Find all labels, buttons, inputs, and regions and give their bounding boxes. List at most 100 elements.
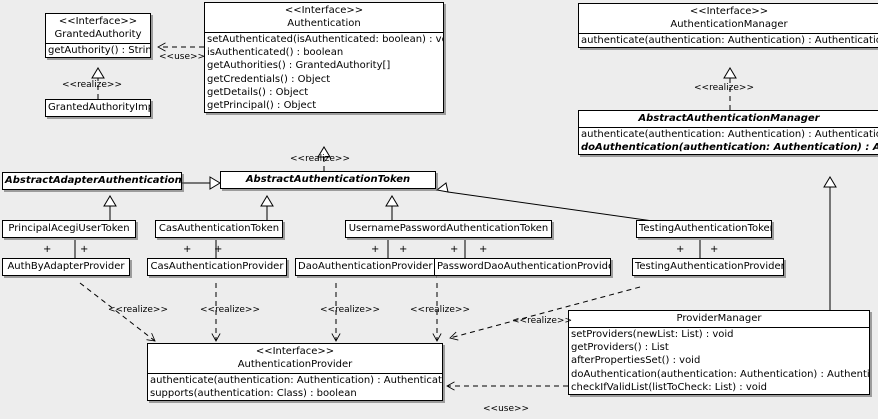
- class-name: AuthenticationProvider: [237, 359, 353, 370]
- class-testing-authentication-token[interactable]: TestingAuthenticationToken: [636, 220, 772, 238]
- class-abstract-authentication-manager[interactable]: AbstractAuthenticationManager authentica…: [578, 110, 878, 156]
- assoc-marker: +: [43, 244, 52, 255]
- connector-realize-granted-authority-impl: [91, 67, 105, 99]
- class-header: UsernamePasswordAuthenticationToken: [346, 221, 551, 237]
- connector-realize-authentication-manager: [723, 67, 737, 110]
- connector-realize-auth-by-adapter-provider: [79, 282, 156, 342]
- class-header: DaoAuthenticationProvider: [296, 259, 434, 275]
- connector-generalize-cas-token: [260, 195, 274, 220]
- operation-row: doAuthentication(authentication: Authent…: [581, 142, 878, 154]
- class-provider-manager[interactable]: ProviderManager setProviders(newList: Li…: [568, 310, 870, 396]
- class-testing-authentication-provider[interactable]: TestingAuthenticationProvider: [632, 258, 784, 276]
- assoc-marker: +: [479, 244, 488, 255]
- operation-row: supports(authentication: Class) : boolea…: [150, 388, 357, 400]
- class-name: GrantedAuthorityImpl: [48, 102, 150, 113]
- class-granted-authority-impl[interactable]: GrantedAuthorityImpl: [45, 99, 151, 117]
- class-name: GrantedAuthority: [54, 29, 142, 40]
- class-authentication-provider[interactable]: <<Interface>> AuthenticationProvider aut…: [147, 343, 443, 402]
- class-operations: authenticate(authentication: Authenticat…: [579, 127, 878, 154]
- class-operations: getAuthority() : String: [46, 43, 150, 57]
- class-name: DaoAuthenticationProvider: [298, 261, 433, 272]
- class-name: TestingAuthenticationToken: [639, 223, 771, 234]
- operation-row: authenticate(authentication: Authenticat…: [150, 375, 442, 386]
- operation-row: isAuthenticated() : boolean: [207, 47, 344, 59]
- operation-row: doAuthentication(authentication: Authent…: [571, 368, 869, 380]
- label-realize-cas-provider: <<realize>>: [200, 305, 260, 315]
- class-dao-authentication-provider[interactable]: DaoAuthenticationProvider: [295, 258, 435, 276]
- class-name: AbstractAuthenticationManager: [638, 113, 820, 124]
- class-name: TestingAuthenticationProvider: [635, 261, 783, 272]
- operation-row: authenticate(authentication: Authenticat…: [581, 129, 878, 140]
- operation-row: authenticate(authentication: Authenticat…: [581, 35, 878, 46]
- class-operations: setProviders(newList: List) : void getPr…: [569, 327, 869, 394]
- operation-row: getAuthorities() : GrantedAuthority[]: [207, 60, 391, 72]
- label-realize-auth-by-adapter: <<realize>>: [108, 305, 168, 315]
- class-cas-authentication-token[interactable]: CasAuthenticationToken: [155, 220, 283, 238]
- class-name: CasAuthenticationProvider: [150, 261, 284, 272]
- class-authentication[interactable]: <<Interface>> Authentication setAuthenti…: [204, 2, 444, 114]
- class-stereotype: <<Interface>>: [689, 6, 769, 17]
- class-name: AuthByAdapterProvider: [7, 261, 125, 272]
- class-header: GrantedAuthorityImpl: [46, 100, 150, 116]
- connector-generalize-username-token: [385, 195, 399, 220]
- class-username-password-authentication-token[interactable]: UsernamePasswordAuthenticationToken: [345, 220, 552, 238]
- operation-row: getPrincipal() : Object: [207, 100, 317, 112]
- class-cas-authentication-provider[interactable]: CasAuthenticationProvider: [147, 258, 287, 276]
- assoc-marker: +: [450, 244, 459, 255]
- label-realize-password-dao-provider: <<realize>>: [410, 305, 470, 315]
- class-name: CasAuthenticationToken: [158, 223, 280, 234]
- connector-generalize-adapter-token: [182, 176, 221, 190]
- class-name: Authentication: [287, 18, 361, 29]
- operation-row: setProviders(newList: List) : void: [571, 329, 734, 340]
- class-header: AbstractAuthenticationManager: [579, 111, 878, 127]
- class-auth-by-adapter-provider[interactable]: AuthByAdapterProvider: [2, 258, 130, 276]
- assoc-marker: +: [214, 244, 223, 255]
- class-stereotype: <<Interface>>: [284, 5, 364, 16]
- class-name: PrincipalAcegiUserToken: [8, 223, 130, 234]
- label-realize-dao-provider: <<realize>>: [320, 305, 380, 315]
- class-granted-authority[interactable]: <<Interface>> GrantedAuthority getAuthor…: [45, 13, 151, 59]
- class-name: PasswordDaoAuthenticationProvider: [437, 261, 610, 272]
- class-header: TestingAuthenticationToken: [637, 221, 771, 237]
- connector-generalize-testing-token: [435, 182, 661, 223]
- label-realize-abstract-auth-manager: <<realize>>: [694, 83, 754, 93]
- assoc-marker: +: [710, 244, 719, 255]
- assoc-marker: +: [399, 244, 408, 255]
- connector-generalize-principal-token: [103, 195, 117, 220]
- class-header: <<Interface>> AuthenticationProvider: [148, 344, 442, 373]
- connector-realize-authentication: [317, 146, 331, 171]
- label-use-provider-manager: <<use>>: [483, 404, 530, 414]
- class-abstract-authentication-token[interactable]: AbstractAuthenticationToken: [220, 171, 436, 189]
- class-header: AbstractAuthenticationToken: [221, 172, 435, 188]
- class-header: AbstractAdapterAuthenticationToken: [3, 173, 181, 189]
- class-name: AbstractAuthenticationToken: [245, 174, 411, 185]
- class-header: CasAuthenticationProvider: [148, 259, 286, 275]
- class-header: ProviderManager: [569, 311, 869, 327]
- class-header: PasswordDaoAuthenticationProvider: [435, 259, 610, 275]
- class-header: CasAuthenticationToken: [156, 221, 282, 237]
- label-realize-granted-authority-impl: <<realize>>: [62, 80, 122, 90]
- connector-realize-testing-provider: [449, 286, 641, 341]
- label-realize-testing-provider: <<realize>>: [512, 316, 572, 326]
- operation-row: getAuthority() : String: [48, 45, 150, 56]
- class-name: AuthenticationManager: [670, 19, 788, 30]
- class-operations: setAuthenticated(isAuthenticated: boolea…: [205, 32, 443, 112]
- operation-row: getCredentials() : Object: [207, 73, 331, 85]
- class-operations: authenticate(authentication: Authenticat…: [148, 373, 442, 400]
- operation-row: getProviders() : List: [571, 342, 669, 354]
- class-password-dao-authentication-provider[interactable]: PasswordDaoAuthenticationProvider: [434, 258, 611, 276]
- label-use-granted-authority: <<use>>: [159, 52, 206, 62]
- class-name: ProviderManager: [676, 313, 762, 324]
- class-name: UsernamePasswordAuthenticationToken: [348, 223, 549, 234]
- operation-row: checkIfValidList(listToCheck: List) : vo…: [571, 381, 768, 393]
- class-principal-acegi-user-token[interactable]: PrincipalAcegiUserToken: [2, 220, 136, 238]
- class-authentication-manager[interactable]: <<Interface>> AuthenticationManager auth…: [578, 3, 878, 49]
- label-realize-abstract-auth-token: <<realize>>: [290, 154, 350, 164]
- class-abstract-adapter-authentication-token[interactable]: AbstractAdapterAuthenticationToken: [2, 172, 182, 190]
- class-stereotype: <<Interface>>: [255, 346, 335, 357]
- class-operations: authenticate(authentication: Authenticat…: [579, 33, 878, 47]
- assoc-marker: +: [183, 244, 192, 255]
- class-header: AuthByAdapterProvider: [3, 259, 129, 275]
